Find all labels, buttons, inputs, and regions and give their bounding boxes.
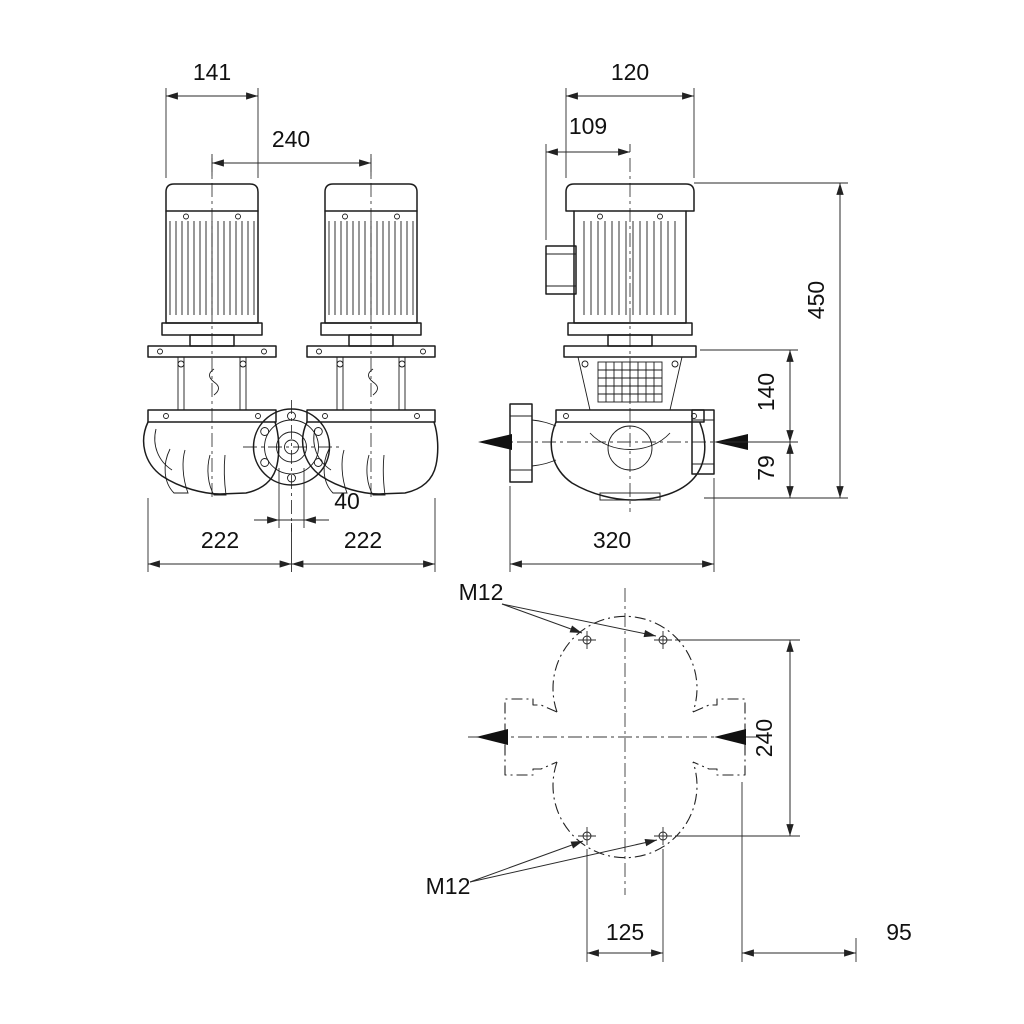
dim-total-height: 450 bbox=[694, 182, 848, 499]
dim-label-450: 450 bbox=[803, 281, 829, 319]
dim-label-40: 40 bbox=[334, 488, 360, 514]
dim-lantern-height: 140 bbox=[700, 349, 798, 443]
dim-label-79: 79 bbox=[753, 455, 779, 481]
dim-overall-width: 320 bbox=[509, 478, 715, 572]
volute-side bbox=[550, 421, 706, 501]
lantern-guard bbox=[577, 356, 683, 411]
bolt-hole-bottom-left bbox=[578, 827, 596, 845]
pump-unit-left bbox=[142, 183, 280, 496]
dim-label-125: 125 bbox=[606, 919, 644, 945]
terminal-box bbox=[545, 245, 577, 295]
thread-label-m12-top: M12 bbox=[459, 579, 504, 605]
thread-callout-top: M12 bbox=[459, 579, 657, 638]
dim-label-109: 109 bbox=[569, 113, 607, 139]
dim-fan-width: 141 bbox=[165, 59, 259, 178]
dim-edge-offset: 95 bbox=[741, 782, 912, 962]
pump-unit-right bbox=[301, 183, 439, 496]
plan-outline bbox=[504, 615, 746, 859]
dim-label-240-plan: 240 bbox=[751, 719, 777, 757]
bolt-hole-top-right bbox=[654, 631, 672, 649]
suction-flange bbox=[509, 403, 557, 483]
dim-port-offset: 40 bbox=[254, 468, 360, 528]
dim-port-height: 79 bbox=[753, 442, 794, 498]
plan-view: M12 M12 240 125 95 bbox=[426, 579, 912, 962]
plan-flow-arrow-right bbox=[714, 729, 746, 745]
dim-bolt-span-vertical: 240 bbox=[675, 639, 800, 837]
dim-label-222-left: 222 bbox=[201, 527, 239, 553]
dim-label-120: 120 bbox=[611, 59, 649, 85]
front-view: 141 240 40 222 222 bbox=[142, 59, 439, 572]
dim-label-141: 141 bbox=[193, 59, 231, 85]
bolt-hole-bottom-right bbox=[654, 827, 672, 845]
center-flange bbox=[252, 408, 331, 486]
dim-bolt-span-horizontal: 125 bbox=[586, 849, 664, 962]
dim-label-140: 140 bbox=[753, 373, 779, 411]
thread-label-m12-bottom: M12 bbox=[426, 873, 471, 899]
dim-label-95: 95 bbox=[886, 919, 912, 945]
dim-motor-width: 120 bbox=[565, 59, 695, 178]
side-view: 120 109 450 140 79 bbox=[478, 59, 848, 572]
thread-callout-bottom: M12 bbox=[426, 839, 658, 899]
dim-label-320: 320 bbox=[593, 527, 631, 553]
dim-half-widths: 222 222 bbox=[147, 498, 436, 572]
flow-arrow-left bbox=[478, 434, 512, 450]
dim-label-222-right: 222 bbox=[344, 527, 382, 553]
dim-head-spacing: 240 bbox=[211, 126, 372, 176]
dim-box-offset: 109 bbox=[545, 113, 631, 240]
dim-label-240-front: 240 bbox=[272, 126, 310, 152]
bolt-hole-top-left bbox=[578, 631, 596, 649]
plan-flow-arrow-left bbox=[476, 729, 508, 745]
motor-side bbox=[509, 183, 715, 501]
